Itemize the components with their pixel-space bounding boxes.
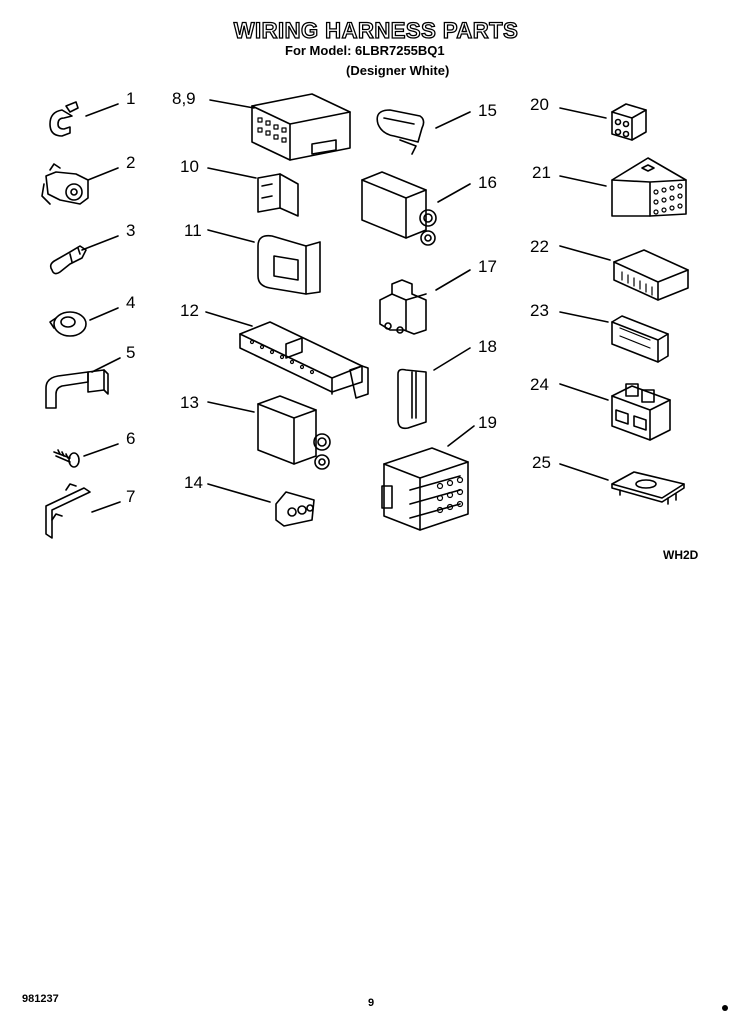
leader-2 xyxy=(87,167,119,181)
part-22-connector xyxy=(613,249,689,301)
callout-25: 25 xyxy=(532,453,551,472)
callout-24: 24 xyxy=(530,375,549,394)
leader-24 xyxy=(559,383,609,401)
part-20-connector xyxy=(611,103,647,141)
part-1-clip xyxy=(49,101,79,137)
part-13-housing xyxy=(257,395,331,470)
part-14-connector xyxy=(275,491,315,527)
callout-15: 15 xyxy=(478,101,497,120)
part-8-9-housing xyxy=(251,93,351,161)
callout-1: 1 xyxy=(126,89,135,108)
callout-4: 4 xyxy=(126,293,135,312)
callout-11: 11 xyxy=(184,221,202,240)
callout-13: 13 xyxy=(180,393,199,412)
part-4-clip xyxy=(49,311,87,337)
leader-12 xyxy=(205,311,253,327)
page-title: WIRING HARNESS PARTS xyxy=(233,17,519,43)
leader-21 xyxy=(559,175,607,187)
leader-5 xyxy=(91,357,121,373)
callout-5: 5 xyxy=(126,343,135,362)
part-17-connector xyxy=(379,279,427,335)
part-18-clip xyxy=(397,368,427,430)
leader-1 xyxy=(85,103,119,117)
part-7-strip xyxy=(45,483,91,539)
leader-20 xyxy=(559,107,607,119)
callout-19: 19 xyxy=(478,413,497,432)
part-23-connector xyxy=(611,315,669,363)
callout-16: 16 xyxy=(478,173,497,192)
callout-8-9: 8,9 xyxy=(172,89,196,108)
part-6-screw xyxy=(53,449,80,468)
callout-10: 10 xyxy=(180,157,199,176)
callout-18: 18 xyxy=(478,337,497,356)
leader-23 xyxy=(559,311,609,323)
callout-22: 22 xyxy=(530,237,549,256)
color-line: (Designer White) xyxy=(346,63,450,78)
part-2-clip xyxy=(41,163,89,205)
part-3-clip xyxy=(49,245,87,275)
document-number: 981237 xyxy=(22,993,59,1005)
callout-3: 3 xyxy=(126,221,135,240)
leader-25 xyxy=(559,463,609,481)
leader-11 xyxy=(207,229,255,243)
part-19-block xyxy=(381,447,469,531)
leader-6 xyxy=(83,443,119,457)
page-number: 9 xyxy=(368,997,375,1009)
leader-22 xyxy=(559,245,611,261)
part-15-clip xyxy=(376,109,425,155)
callout-20: 20 xyxy=(530,95,549,114)
part-16-housing xyxy=(361,171,437,246)
part-5-clamp xyxy=(45,369,109,409)
callout-17: 17 xyxy=(478,257,497,276)
leader-10 xyxy=(207,167,257,179)
leader-15 xyxy=(435,111,471,129)
callout-14: 14 xyxy=(184,473,203,492)
diagram-code: WH2D xyxy=(663,548,699,562)
callout-21: 21 xyxy=(532,163,551,182)
part-10-connector xyxy=(257,173,299,217)
leader-7 xyxy=(91,501,121,513)
part-24-block xyxy=(611,383,671,441)
corner-dot xyxy=(722,1005,728,1011)
callout-6: 6 xyxy=(126,429,135,448)
leader-19 xyxy=(447,425,475,447)
leader-8-9 xyxy=(209,99,255,109)
part-25-board xyxy=(611,471,685,505)
leader-13 xyxy=(207,401,255,413)
callout-23: 23 xyxy=(530,301,549,320)
leader-18 xyxy=(433,347,471,371)
leader-16 xyxy=(437,183,471,203)
model-line: For Model: 6LBR7255BQ1 xyxy=(285,43,445,58)
part-21-block xyxy=(611,157,687,217)
leader-4 xyxy=(89,307,119,321)
callout-2: 2 xyxy=(126,153,135,172)
callout-12: 12 xyxy=(180,301,199,320)
leader-3 xyxy=(81,235,119,251)
part-12-connector xyxy=(239,321,369,399)
part-11-housing xyxy=(257,234,321,295)
callout-7: 7 xyxy=(126,487,135,506)
leader-17 xyxy=(435,269,471,291)
leader-14 xyxy=(207,483,271,503)
